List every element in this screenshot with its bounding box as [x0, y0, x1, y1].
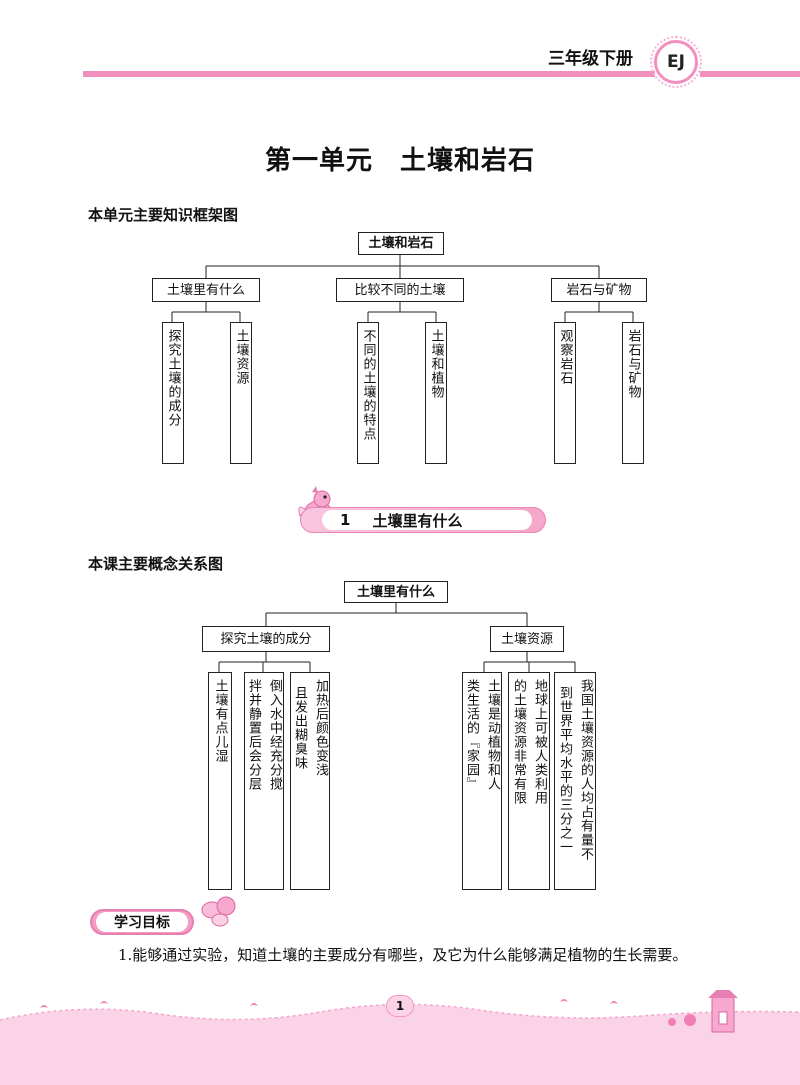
framework-leaf-text: 土壤资源 [233, 329, 249, 385]
framework-leaf: 土壤资源 [230, 322, 252, 464]
concept-branch-1: 探究土壤的成分 [202, 626, 330, 652]
concept-root: 土壤里有什么 [344, 581, 448, 603]
framework-branch-1: 土壤里有什么 [152, 278, 260, 302]
unit-title: 第一单元 土壤和岩石 [264, 146, 535, 176]
concept-leaf-text: 到世界平均水平的三分之一 [557, 686, 572, 854]
edition-badge: EJ [650, 36, 702, 88]
goals-label: 学习目标 [96, 912, 188, 932]
concept-leaf: 加热后颜色变浅 且发出糊臭味 [290, 672, 330, 890]
framework-leaf: 不同的土壤的特点 [357, 322, 379, 464]
framework-root: 土壤和岩石 [358, 232, 444, 255]
concept-leaf-text: 类生活的『家园』 [464, 679, 479, 791]
framework-leaf-text: 不同的土壤的特点 [360, 329, 376, 441]
concept-leaf: 土壤是动植物和人 类生活的『家园』 [462, 672, 502, 890]
framework-leaf: 岩石与矿物 [622, 322, 644, 464]
concept-leaf-text: 土壤有点儿湿 [212, 679, 228, 763]
lesson-title: 土壤里有什么 [372, 511, 463, 530]
concept-leaf-text: 地球上可被人类利用 [532, 679, 547, 805]
concept-branch-2: 土壤资源 [490, 626, 564, 652]
lesson-banner-label: 1 土壤里有什么 [322, 510, 532, 530]
concept-leaf-text: 加热后颜色变浅 [313, 679, 328, 777]
concept-leaf-text: 的土壤资源非常有限 [511, 679, 526, 805]
concept-leaf: 土壤有点儿湿 [208, 672, 232, 890]
framework-leaf: 观察岩石 [554, 322, 576, 464]
concept-heading: 本课主要概念关系图 [88, 555, 224, 573]
concept-leaf-text: 我国土壤资源的人均占有量不 [578, 679, 593, 861]
concept-leaf-text: 且发出糊臭味 [292, 686, 307, 770]
castle-icon [668, 990, 738, 1033]
framework-leaf-text: 岩石与矿物 [625, 329, 641, 399]
framework-leaf: 探究土壤的成分 [162, 322, 184, 464]
framework-heading: 本单元主要知识框架图 [88, 206, 239, 224]
concept-leaf: 倒入水中经充分搅 拌并静置后会分层 [244, 672, 284, 890]
framework-leaf-text: 探究土壤的成分 [165, 329, 181, 427]
goal-item-1: 1.能够通过实验，知道土壤的主要成分有哪些，及它为什么能够满足植物的生长需要。 [118, 946, 688, 964]
framework-branch-2: 比较不同的土壤 [336, 278, 464, 302]
framework-leaf: 土壤和植物 [425, 322, 447, 464]
header-rule [83, 71, 655, 77]
framework-leaf-text: 土壤和植物 [428, 329, 444, 399]
concept-leaf-text: 倒入水中经充分搅 [267, 679, 282, 791]
header-rule-right [700, 71, 800, 77]
concept-leaf: 我国土壤资源的人均占有量不 到世界平均水平的三分之一 [554, 672, 596, 890]
lesson-number: 1 [340, 511, 351, 529]
grade-label: 三年级下册 [548, 49, 633, 69]
concept-leaf-text: 土壤是动植物和人 [485, 679, 500, 791]
concept-leaf: 地球上可被人类利用 的土壤资源非常有限 [508, 672, 550, 890]
concept-leaf-text: 拌并静置后会分层 [246, 679, 261, 791]
page-number: 1 [386, 995, 414, 1017]
framework-branch-3: 岩石与矿物 [551, 278, 647, 302]
framework-leaf-text: 观察岩石 [557, 329, 573, 385]
